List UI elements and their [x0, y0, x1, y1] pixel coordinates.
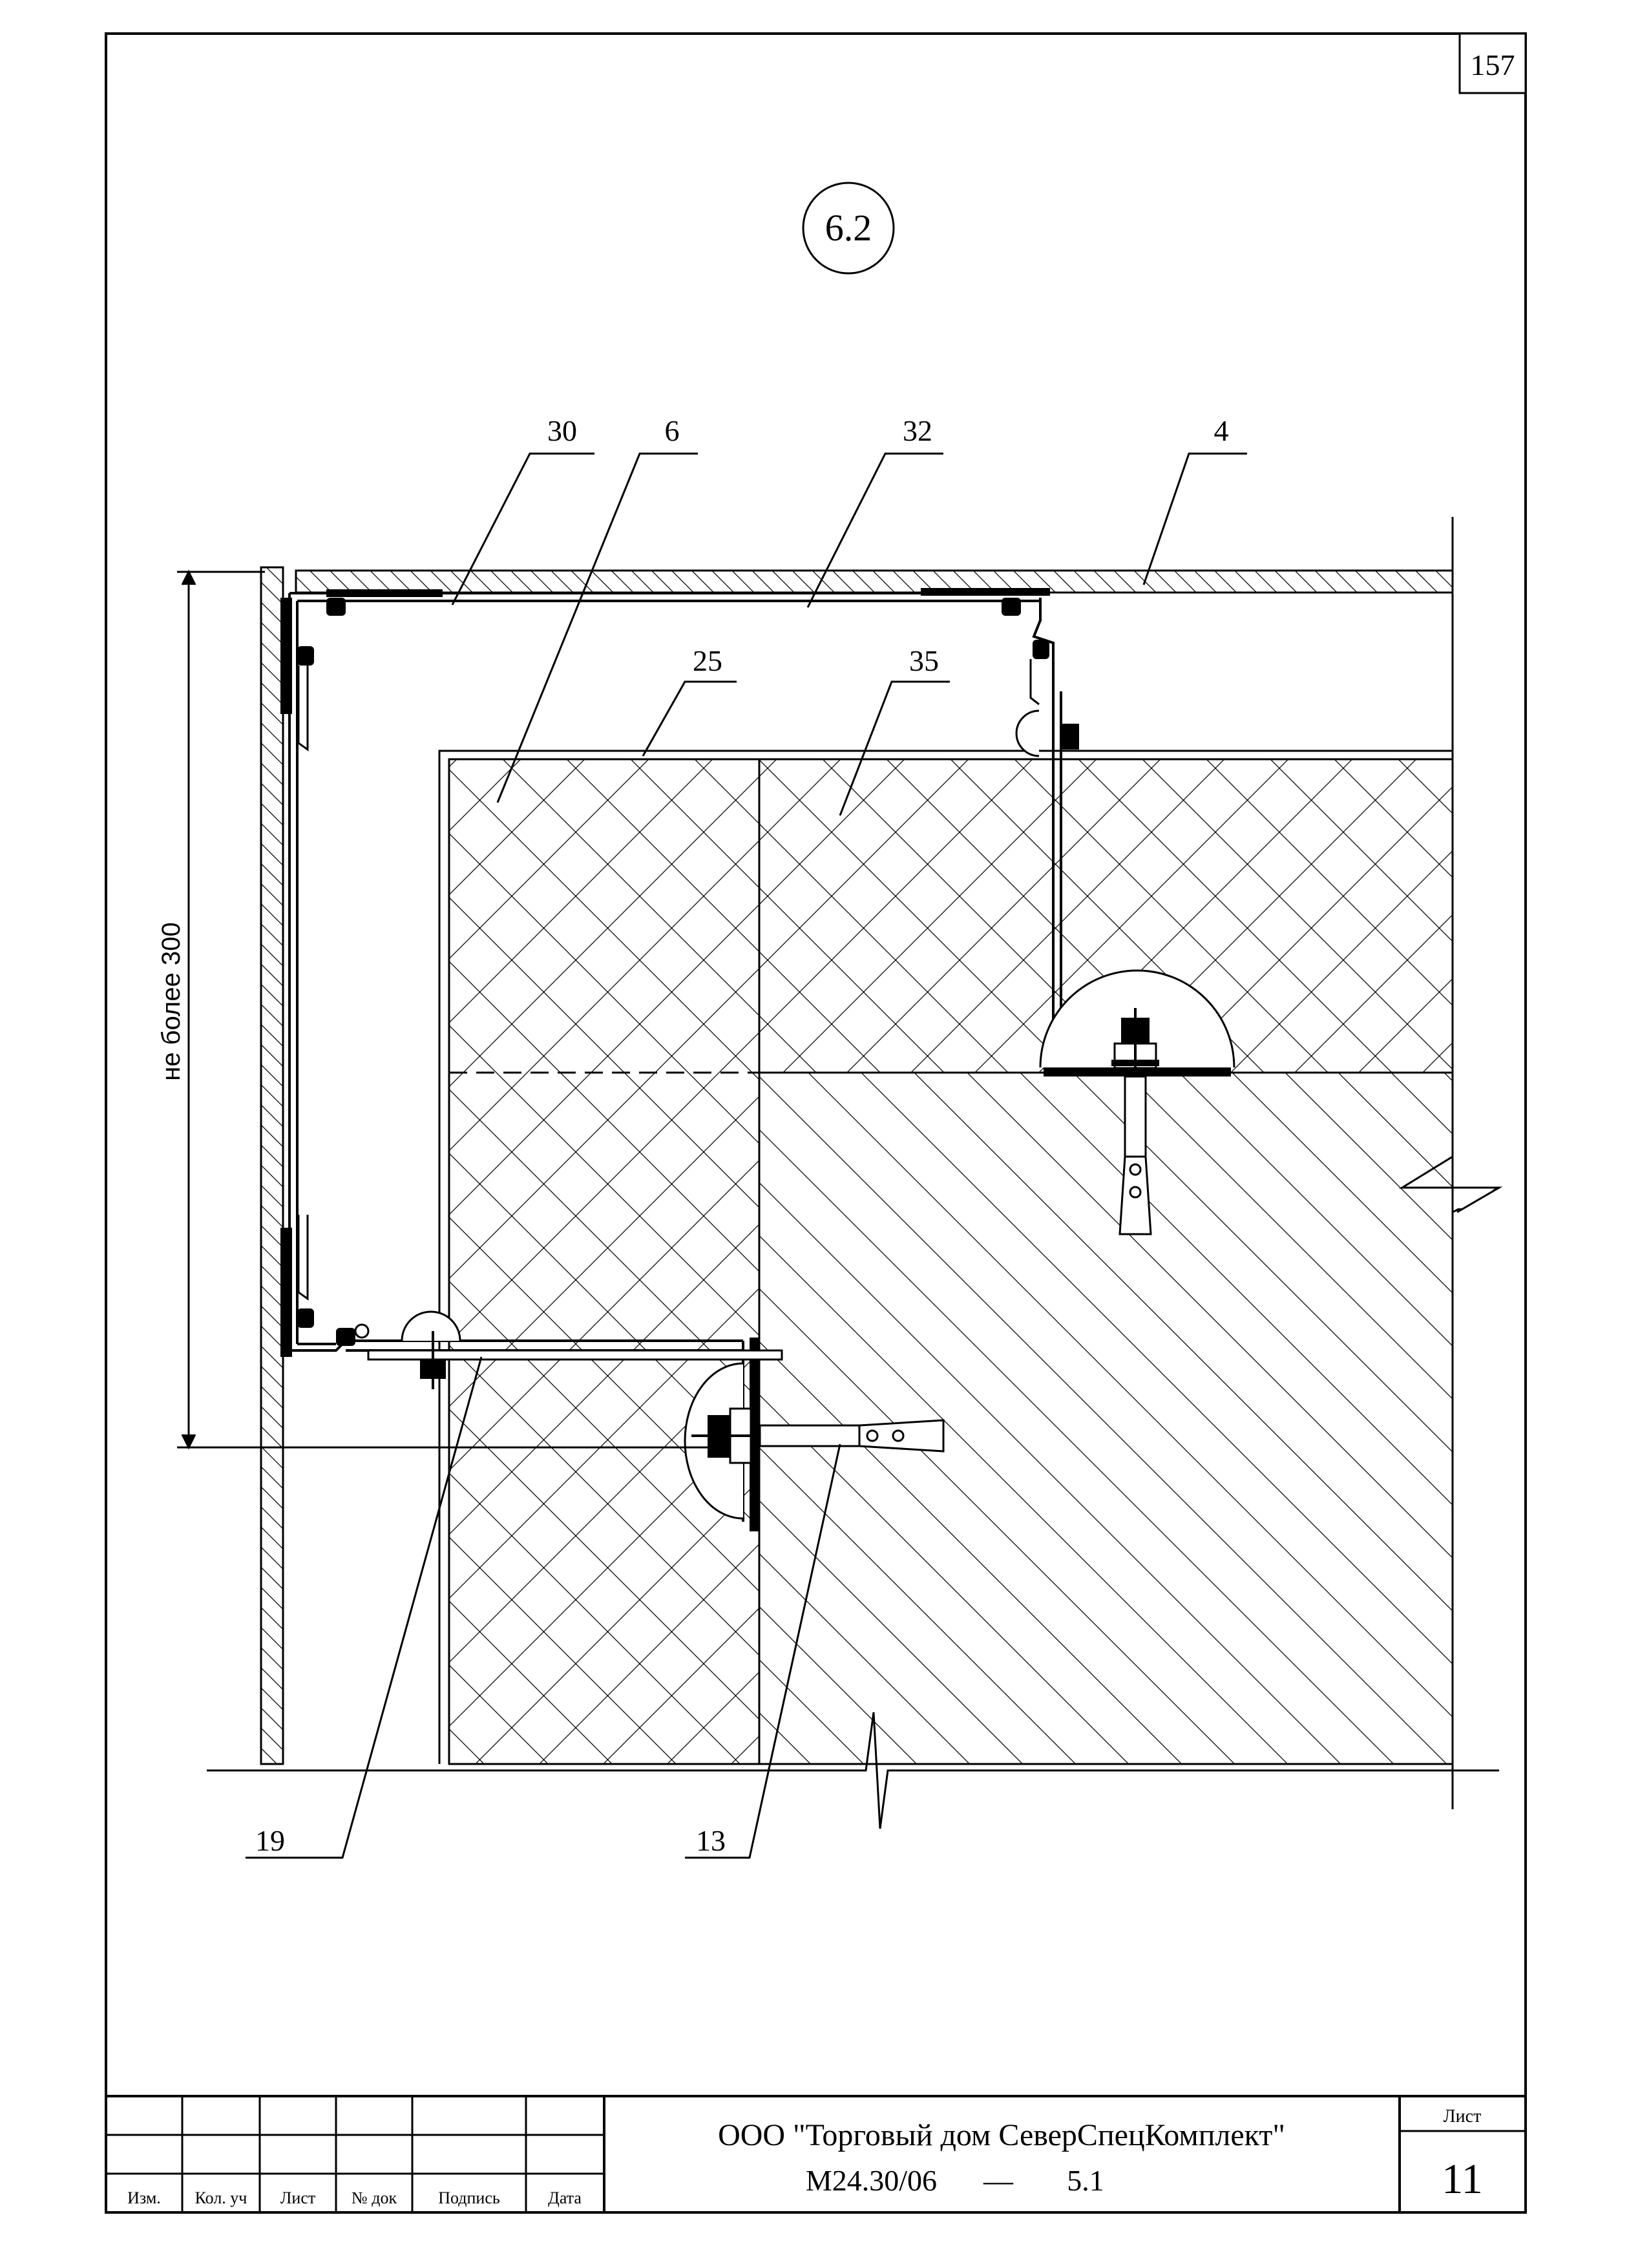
- callout-6: 6: [665, 414, 680, 447]
- callout-13: 13: [696, 1824, 726, 1857]
- sheet-frame: [105, 32, 1527, 2214]
- stamp-col-n-dok: № док: [352, 2189, 397, 2207]
- membrane-line: [438, 750, 1453, 1764]
- detail-marker: 6.2: [802, 182, 895, 275]
- stamp-col-list: Лист: [280, 2189, 315, 2207]
- sheet-label: Лист: [1444, 2106, 1482, 2126]
- clamps: [280, 588, 1231, 1531]
- callout-32: 32: [903, 414, 932, 447]
- title-block: [106, 2095, 1526, 2212]
- stamp-col-podpis: Подпись: [438, 2189, 500, 2207]
- anchor-bottom: [684, 1362, 945, 1520]
- callout-30: 30: [547, 414, 577, 447]
- dimension-not-more-300: [177, 569, 711, 1450]
- detail-id: 6.2: [825, 207, 872, 249]
- insulation-left: [448, 758, 761, 1765]
- callout-4: 4: [1214, 414, 1229, 447]
- document-dash: —: [983, 2164, 1014, 2197]
- sheet-number: 11: [1442, 2156, 1483, 2203]
- top-cladding-panel: [295, 569, 1454, 594]
- document-code: М24.30/06: [806, 2164, 937, 2197]
- stamp-col-kol-uch: Кол. уч: [195, 2189, 247, 2207]
- left-cladding-panel: [260, 566, 284, 1765]
- organization-name: ООО "Торговый дом СеверСпецКомплект": [718, 2118, 1285, 2152]
- stamp-col-data: Дата: [548, 2189, 582, 2207]
- stamp-col-izm: Изм.: [127, 2189, 161, 2207]
- document-section: 5.1: [1067, 2164, 1104, 2197]
- callout-25: 25: [693, 644, 722, 677]
- clip-top-right: [1015, 709, 1079, 757]
- break-line-bottom: [207, 1712, 1499, 1829]
- bracket-bottom-left: [367, 1310, 783, 1389]
- dimension-text: не более 300: [157, 922, 185, 1080]
- leader-lines: [246, 452, 1247, 1859]
- corner-number: 157: [1471, 48, 1515, 81]
- anchor-top: [1039, 969, 1235, 1235]
- corner-number-box: 157: [1458, 32, 1527, 94]
- callout-35: 35: [909, 644, 939, 677]
- callout-19: 19: [255, 1824, 285, 1857]
- concrete-wall: [758, 1071, 1454, 1765]
- membrane-line-inner: [448, 759, 1453, 1764]
